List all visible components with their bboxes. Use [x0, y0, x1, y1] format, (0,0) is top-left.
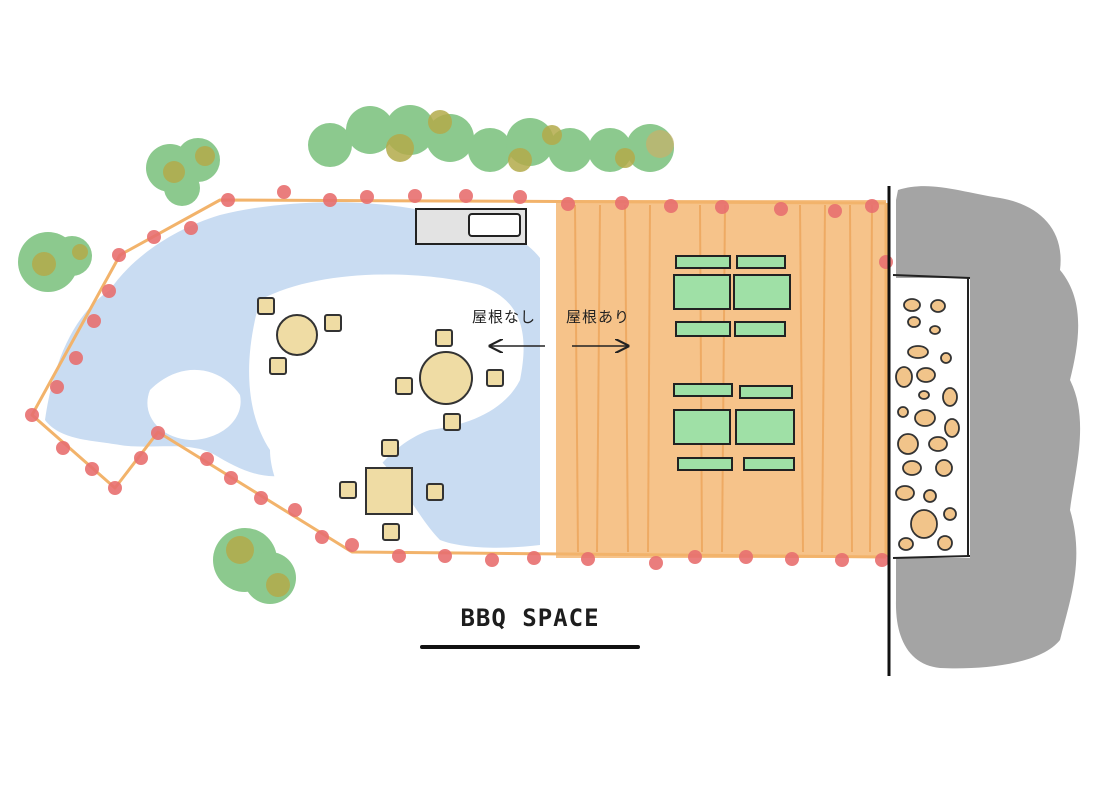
- fence-lights: [25, 185, 893, 570]
- page-title: BBQ SPACE: [460, 604, 600, 632]
- stone-path: [895, 298, 960, 551]
- roof-label: 屋根あり: [566, 308, 631, 326]
- clearing: [147, 274, 524, 531]
- tree-top-left: [146, 138, 220, 206]
- tree-left: [18, 232, 92, 292]
- round-table-small: [257, 297, 342, 375]
- seating: [257, 297, 504, 541]
- neighbor-building: [887, 186, 1081, 676]
- roofed-benches: [673, 255, 795, 471]
- tree-bottom: [213, 528, 296, 604]
- round-table-large: [395, 329, 504, 431]
- tree-top-row: [308, 105, 674, 172]
- bbq-grill: [415, 208, 527, 245]
- no-roof-label: 屋根なし: [472, 308, 537, 326]
- roofed-deck: [556, 200, 886, 558]
- title-underline: [420, 645, 640, 649]
- trees: [18, 105, 674, 604]
- square-table: [339, 439, 444, 541]
